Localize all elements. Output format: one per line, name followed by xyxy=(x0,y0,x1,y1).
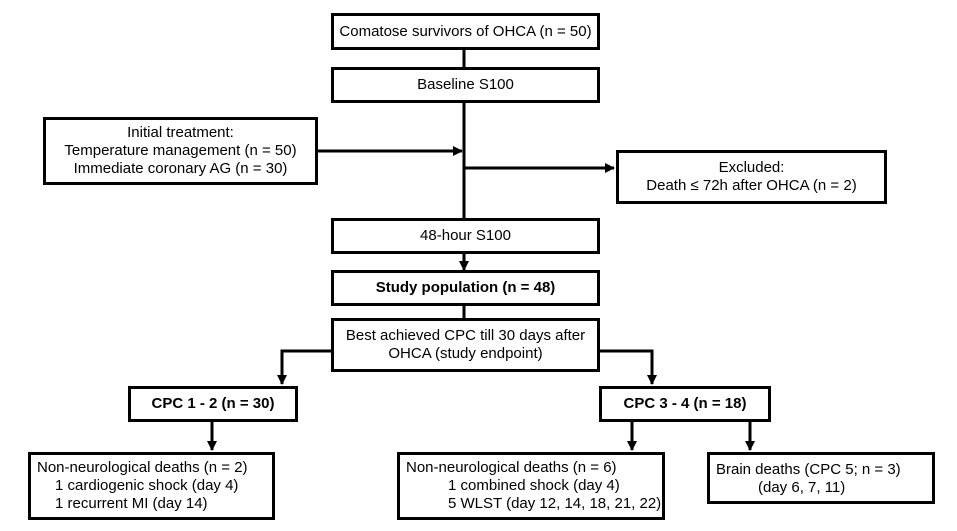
initial-treatment-title: Initial treatment: xyxy=(127,124,234,141)
excluded-line1: Death ≤ 72h after OHCA (n = 2) xyxy=(646,177,857,194)
best-cpc-line1: Best achieved CPC till 30 days after xyxy=(345,327,586,344)
nonneuro-deaths-right-box: Non-neurological deaths (n = 6) 1 combin… xyxy=(397,452,665,520)
brain-deaths-title: Brain deaths (CPC 5; n = 3) xyxy=(716,461,901,478)
brain-deaths-box: Brain deaths (CPC 5; n = 3) (day 6, 7, 1… xyxy=(707,452,935,504)
excluded-box: Excluded: Death ≤ 72h after OHCA (n = 2) xyxy=(616,150,887,204)
nonneuro-right-title: Non-neurological deaths (n = 6) xyxy=(406,459,617,476)
nonneuro-right-line1: 1 combined shock (day 4) xyxy=(448,477,620,494)
nonneuro-left-line1: 1 cardiogenic shock (day 4) xyxy=(55,477,239,494)
arrow-best-cpc12 xyxy=(277,349,331,385)
brain-deaths-line1: (day 6, 7, 11) xyxy=(758,479,846,496)
s100-48h-label: 48-hour S100 xyxy=(420,227,511,244)
study-population-box: Study population (n = 48) xyxy=(331,270,600,306)
cpc-3-4-label: CPC 3 - 4 (n = 18) xyxy=(623,395,747,412)
initial-treatment-box: Initial treatment: Temperature managemen… xyxy=(43,117,318,185)
cpc-1-2-box: CPC 1 - 2 (n = 30) xyxy=(128,386,298,422)
comatose-survivors-box: Comatose survivors of OHCA (n = 50) xyxy=(331,13,600,50)
best-cpc-line2: OHCA (study endpoint) xyxy=(388,345,543,362)
nonneuro-left-line2: 1 recurrent MI (day 14) xyxy=(55,495,208,512)
baseline-s100-box: Baseline S100 xyxy=(331,67,600,103)
nonneuro-deaths-left-box: Non-neurological deaths (n = 2) 1 cardio… xyxy=(28,452,275,520)
baseline-s100-label: Baseline S100 xyxy=(417,76,514,93)
study-population-label: Study population (n = 48) xyxy=(375,279,556,296)
comatose-survivors-label: Comatose survivors of OHCA (n = 50) xyxy=(339,22,592,40)
initial-treatment-line1: Temperature management (n = 50) xyxy=(64,142,297,159)
nonneuro-left-title: Non-neurological deaths (n = 2) xyxy=(37,459,248,476)
cpc-1-2-label: CPC 1 - 2 (n = 30) xyxy=(151,395,275,412)
cpc-3-4-box: CPC 3 - 4 (n = 18) xyxy=(599,386,771,422)
initial-treatment-line2: Immediate coronary AG (n = 30) xyxy=(73,160,288,177)
arrow-best-cpc34 xyxy=(598,349,657,385)
best-cpc-box: Best achieved CPC till 30 days after OHC… xyxy=(331,318,600,372)
s100-48h-box: 48-hour S100 xyxy=(331,218,600,254)
nonneuro-right-line2: 5 WLST (day 12, 14, 18, 21, 22) xyxy=(448,495,662,512)
excluded-title: Excluded: xyxy=(718,159,785,176)
